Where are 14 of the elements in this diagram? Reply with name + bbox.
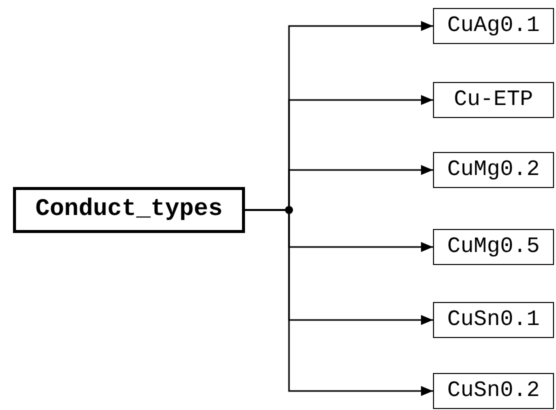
node-label: CuSn0.1 [447, 309, 540, 331]
node-label: Cu-ETP [454, 89, 534, 111]
process-box [13, 187, 245, 233]
process-box [433, 302, 554, 338]
node-label: CuAg0.1 [447, 15, 540, 37]
process-box [433, 82, 554, 118]
process-box [433, 229, 554, 265]
process-box [433, 8, 554, 44]
node-label: Conduct_types [35, 198, 223, 222]
process-box [433, 373, 554, 409]
node-label: CuMg0.5 [447, 236, 540, 258]
node-label: CuSn0.2 [447, 380, 540, 402]
node-label: CuMg0.2 [447, 159, 540, 181]
process-box [433, 152, 554, 188]
